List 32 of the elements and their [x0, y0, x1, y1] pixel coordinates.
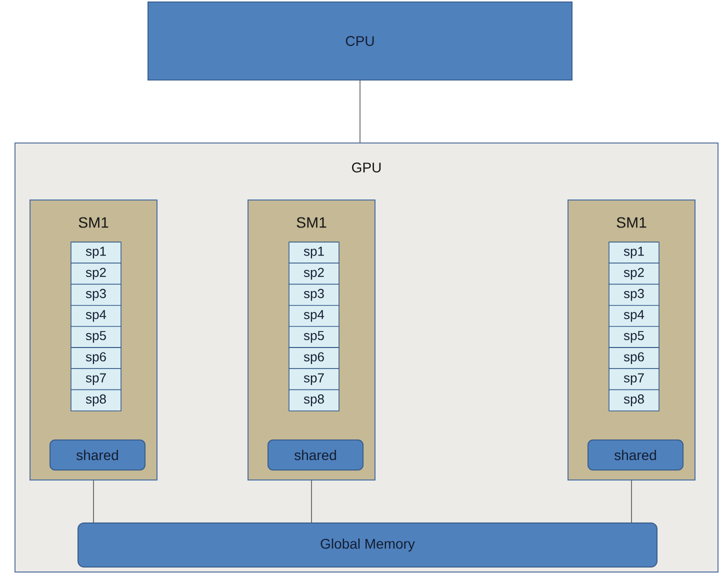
cell-box: sp8	[288, 389, 340, 412]
cell-box: sp8	[70, 389, 122, 412]
cell-box: sp1	[608, 242, 660, 264]
cell-box: sp4	[70, 304, 122, 327]
connector-line	[311, 480, 312, 523]
cell-box: sp5	[288, 326, 340, 348]
cell-box: sp2	[288, 262, 340, 285]
cell-box: sp1	[288, 242, 340, 264]
cell-box: sp7	[70, 368, 122, 390]
connector-line	[93, 480, 94, 523]
memory-box: Global Memory	[78, 522, 658, 568]
cell-box: sp1	[70, 242, 122, 264]
process-box: CPU	[148, 2, 572, 80]
memory-box: shared	[50, 440, 146, 470]
connector-line	[631, 480, 632, 523]
cell-box: sp7	[288, 368, 340, 390]
cell-box: sp3	[70, 284, 122, 306]
cell-box: sp8	[608, 389, 660, 412]
memory-box: shared	[268, 440, 364, 470]
cell-box: sp2	[70, 262, 122, 285]
cell-box: sp6	[70, 347, 122, 370]
cell-box: sp3	[288, 284, 340, 306]
cell-box: sp6	[288, 347, 340, 370]
memory-box: shared	[588, 440, 684, 470]
cell-box: sp2	[608, 262, 660, 285]
cell-box: sp4	[608, 304, 660, 327]
cell-box: sp5	[608, 326, 660, 348]
cell-box: sp3	[608, 284, 660, 306]
cell-box: sp6	[608, 347, 660, 370]
cell-box: sp7	[608, 368, 660, 390]
cell-box: sp4	[288, 304, 340, 327]
cell-box: sp5	[70, 326, 122, 348]
